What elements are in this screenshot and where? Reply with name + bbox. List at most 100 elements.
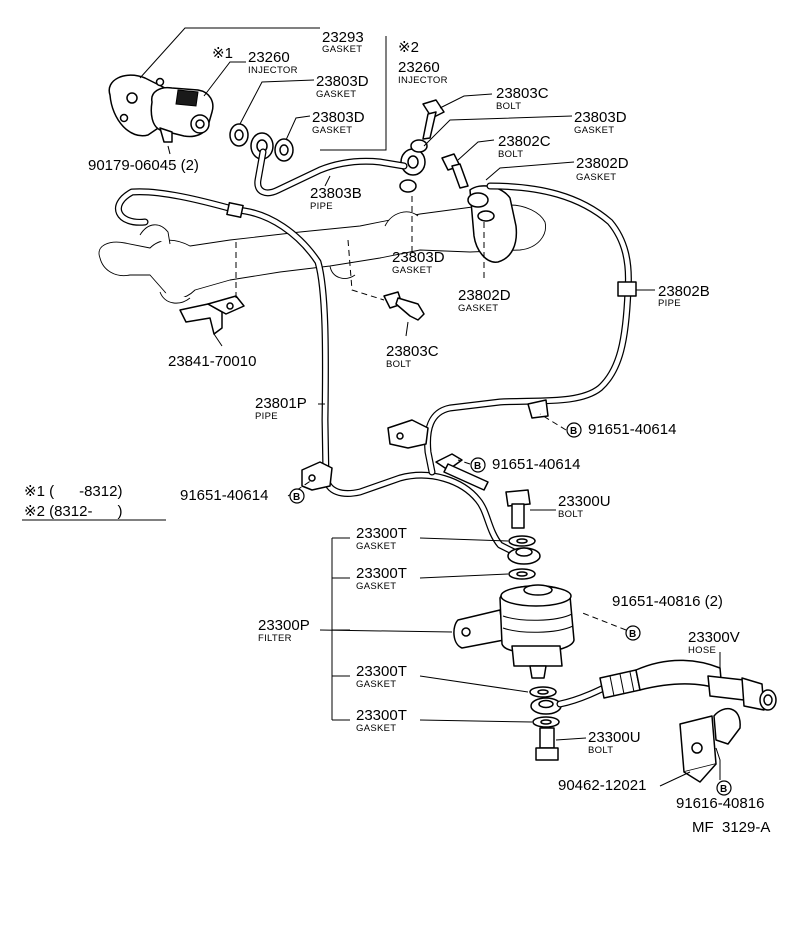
svg-text:23803C: 23803C (496, 85, 549, 102)
svg-text:BOLT: BOLT (558, 509, 583, 520)
svg-text:※2 (8312- ): ※2 (8312- ) (24, 503, 122, 520)
air-injection-port (467, 185, 518, 263)
svg-text:※1: ※1 (212, 45, 233, 62)
svg-text:B: B (570, 426, 577, 437)
callout-23300u-bolt-top: 23300U BOLT (558, 493, 611, 520)
svg-text:GASKET: GASKET (312, 125, 352, 136)
svg-text:23802B: 23802B (658, 283, 710, 300)
svg-text:※2: ※2 (398, 39, 419, 56)
svg-text:23803B: 23803B (310, 185, 362, 202)
svg-text:23260: 23260 (248, 49, 290, 66)
svg-text:23802D: 23802D (458, 287, 511, 304)
callout-23802d-gasket-b: 23802D GASKET (458, 287, 511, 314)
svg-text:GASKET: GASKET (356, 581, 396, 592)
svg-text:91651-40816 (2): 91651-40816 (2) (612, 593, 723, 610)
callout-23300t-gasket-3: 23300T GASKET (356, 663, 407, 690)
callout-23803d-gasket-a: 23803D GASKET (316, 73, 369, 100)
callout-23803d-gasket-c: 23803D GASKET (574, 109, 627, 136)
gasket-23300t-1 (508, 535, 536, 547)
union-filter-top (507, 547, 541, 565)
svg-text:23300V: 23300V (688, 629, 740, 646)
callout-23300t-gasket-2: 23300T GASKET (356, 565, 407, 592)
svg-text:90179-06045 (2): 90179-06045 (2) (88, 157, 199, 174)
callout-23803d-gasket-b: 23803D GASKET (312, 109, 365, 136)
svg-text:GASKET: GASKET (356, 541, 396, 552)
svg-text:23300T: 23300T (356, 707, 407, 724)
svg-text:23841-70010: 23841-70010 (168, 353, 256, 370)
gasket-23300t-2 (508, 568, 536, 580)
callout-23802b-pipe: 23802B PIPE (658, 283, 710, 309)
svg-text:23300U: 23300U (588, 729, 641, 746)
svg-text:INJECTOR: INJECTOR (248, 65, 298, 76)
callout-23803c-bolt-top: 23803C BOLT (496, 85, 549, 112)
injector-1 (150, 86, 214, 143)
svg-text:PIPE: PIPE (310, 201, 333, 212)
svg-text:BOLT: BOLT (588, 745, 613, 756)
callout-23300t-gasket-1: 23300T GASKET (356, 525, 407, 552)
svg-text:23802C: 23802C (498, 133, 551, 150)
bracket-bolt-center (435, 453, 489, 491)
b-badge: B (625, 625, 641, 641)
svg-text:23260: 23260 (398, 59, 440, 76)
b-badge: B (716, 780, 732, 796)
union-filter-bottom (530, 697, 562, 715)
leader-lines (22, 27, 721, 796)
svg-text:23803D: 23803D (312, 109, 365, 126)
svg-text:GASKET: GASKET (316, 89, 356, 100)
hose-23300v (635, 659, 777, 711)
svg-text:23300T: 23300T (356, 565, 407, 582)
callout-23300t-gasket-4: 23300T GASKET (356, 707, 407, 734)
bolt-23803c-mid (383, 291, 425, 321)
callout-91651-40614-center: B 91651-40614 (470, 456, 580, 473)
exhaust-manifold (98, 204, 546, 304)
callout-23293-gasket: 23293 GASKET (322, 29, 364, 55)
bolt-top (422, 99, 445, 140)
svg-text:23300T: 23300T (356, 663, 407, 680)
filter-23300p (453, 584, 575, 679)
b-badge: B (566, 422, 582, 438)
svg-text:GASKET: GASKET (322, 44, 362, 55)
svg-text:PIPE: PIPE (255, 411, 278, 422)
svg-text:※1 ( -8312): ※1 ( -8312) (24, 483, 122, 500)
callout-90462-12021: 90462-12021 (558, 777, 646, 794)
clamp-bracket-90462 (679, 707, 741, 783)
gasket-23300t-4 (532, 716, 560, 728)
pipe-23801p (115, 188, 518, 556)
svg-text:PIPE: PIPE (658, 298, 681, 309)
callout-23802d-gasket-a: 23802D GASKET (576, 155, 629, 183)
callout-90179: 90179-06045 (2) (88, 157, 199, 174)
union-fitting-right (399, 139, 428, 193)
svg-text:BOLT: BOLT (496, 101, 521, 112)
bolt-mid-upper (441, 153, 469, 189)
bolt-23300u-top (505, 489, 531, 529)
svg-text:GASKET: GASKET (356, 723, 396, 734)
pipe-23803b (254, 148, 408, 197)
svg-text:23300T: 23300T (356, 525, 407, 542)
callout-23841-70010: 23841-70010 (168, 353, 256, 370)
callout-23300v-hose: 23300V HOSE (688, 629, 740, 656)
gasket-ring-b (274, 138, 294, 162)
svg-text:GASKET: GASKET (574, 125, 614, 136)
pipe-bracket-mid (387, 399, 549, 449)
callout-91651-40614-right: B 91651-40614 (566, 421, 676, 438)
svg-text:HOSE: HOSE (688, 645, 716, 656)
svg-text:91651-40614: 91651-40614 (588, 421, 676, 438)
svg-text:91651-40614: 91651-40614 (180, 487, 268, 504)
svg-text:GASKET: GASKET (356, 679, 396, 690)
svg-text:23803D: 23803D (574, 109, 627, 126)
outlet-pipe (556, 669, 641, 708)
svg-text:INJECTOR: INJECTOR (398, 75, 448, 86)
pipe-clamp-23841 (179, 295, 245, 335)
bolt-23300u-bottom (535, 727, 559, 761)
svg-text:B: B (629, 629, 636, 640)
svg-text:23803D: 23803D (316, 73, 369, 90)
svg-text:GASKET: GASKET (576, 172, 616, 183)
svg-text:23802D: 23802D (576, 155, 629, 172)
gasket-23300t-3 (529, 686, 557, 698)
svg-text:B: B (720, 784, 727, 795)
callout-91616-40816: B 91616-40816 (676, 780, 764, 812)
callout-23260-injector-2: ※2 23260 INJECTOR (398, 39, 448, 86)
applicability-notes: ※1 ( -8312) ※2 (8312- ) (24, 483, 122, 520)
